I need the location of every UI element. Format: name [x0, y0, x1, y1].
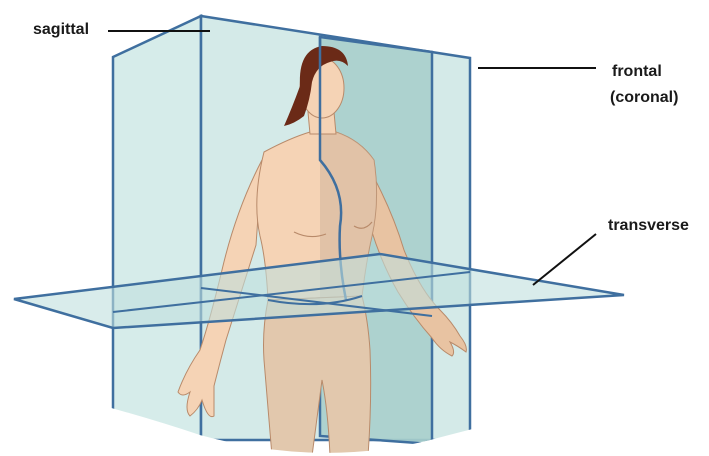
transverse-leader-line: [533, 234, 596, 285]
coronal-label: (coronal): [610, 87, 678, 109]
sagittal-label: sagittal: [33, 19, 89, 41]
transverse-label: transverse: [608, 215, 689, 237]
frontal-label: frontal: [612, 61, 662, 83]
